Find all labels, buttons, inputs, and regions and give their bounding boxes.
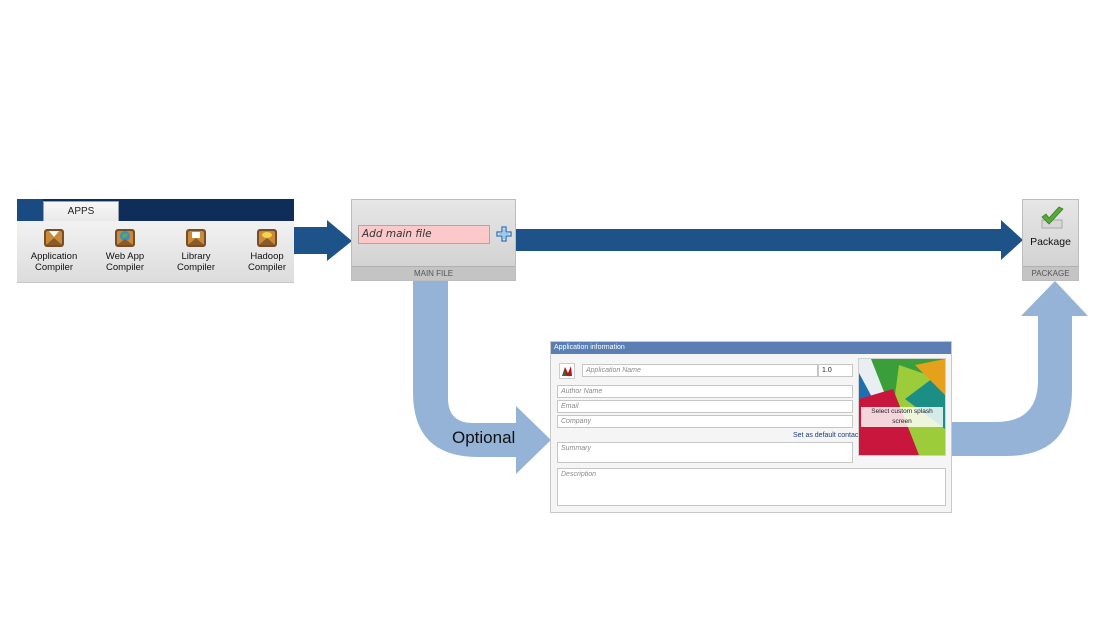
optional-label: Optional bbox=[452, 428, 516, 447]
app-label-line1: Library bbox=[181, 251, 211, 262]
set-default-contact-link[interactable]: Set as default contact bbox=[793, 432, 861, 439]
library-compiler-button[interactable]: Library Compiler bbox=[161, 227, 231, 273]
web-app-compiler-button[interactable]: Web App Compiler bbox=[90, 227, 160, 273]
main-file-section: Add main file MAIN FILE bbox=[351, 199, 516, 281]
application-compiler-button[interactable]: Application Compiler bbox=[19, 227, 89, 273]
arrow-optional-to-app-info bbox=[413, 281, 551, 474]
package-section[interactable]: Package PACKAGE bbox=[1022, 199, 1079, 281]
plus-icon[interactable] bbox=[496, 226, 512, 242]
checkmark-icon bbox=[1041, 206, 1064, 229]
apps-gallery: Application Compiler Web App Compiler Li… bbox=[17, 221, 294, 283]
app-info-title: Application information bbox=[551, 342, 951, 354]
main-file-input[interactable]: Add main file bbox=[358, 225, 490, 244]
arrow-apps-to-main-file bbox=[294, 220, 352, 261]
main-file-section-label: MAIN FILE bbox=[352, 266, 515, 280]
package-section-label: PACKAGE bbox=[1023, 266, 1078, 280]
summary-field[interactable]: Summary bbox=[557, 442, 853, 463]
company-field[interactable]: Company bbox=[557, 415, 853, 428]
application-compiler-icon bbox=[44, 229, 64, 247]
version-field[interactable]: 1.0 bbox=[818, 364, 853, 377]
select-splash-screen-label[interactable]: Select custom splash screen bbox=[861, 407, 943, 427]
app-label-line2: Compiler bbox=[176, 262, 215, 273]
application-name-field[interactable]: Application Name bbox=[582, 364, 818, 377]
hadoop-compiler-icon bbox=[257, 229, 277, 247]
app-label-line1: Application bbox=[30, 251, 78, 262]
application-information-panel: Application information Application Name… bbox=[550, 341, 952, 513]
description-field[interactable]: Description bbox=[557, 468, 946, 506]
web-app-compiler-icon bbox=[115, 229, 135, 247]
toolstrip-header-left bbox=[17, 199, 43, 221]
package-button[interactable]: Package bbox=[1030, 236, 1071, 248]
library-compiler-icon bbox=[186, 229, 206, 247]
arrow-main-file-to-package bbox=[516, 220, 1023, 260]
application-icon[interactable] bbox=[559, 363, 575, 379]
app-label-line1: Web App bbox=[105, 251, 145, 262]
app-label-line2: Compiler bbox=[247, 262, 286, 273]
hadoop-compiler-button[interactable]: Hadoop Compiler bbox=[232, 227, 302, 273]
splash-screen-preview[interactable]: Select custom splash screen bbox=[858, 358, 946, 456]
app-label-line1: Hadoop bbox=[250, 251, 284, 262]
tab-apps[interactable]: APPS bbox=[43, 201, 119, 222]
author-name-field[interactable]: Author Name bbox=[557, 385, 853, 398]
app-label-line2: Compiler bbox=[34, 262, 73, 273]
arrow-app-info-to-package bbox=[951, 281, 1088, 456]
email-field[interactable]: Email bbox=[557, 400, 853, 413]
apps-toolstrip: APPS Application Compiler Web App Compil… bbox=[17, 199, 294, 283]
app-label-line2: Compiler bbox=[105, 262, 144, 273]
